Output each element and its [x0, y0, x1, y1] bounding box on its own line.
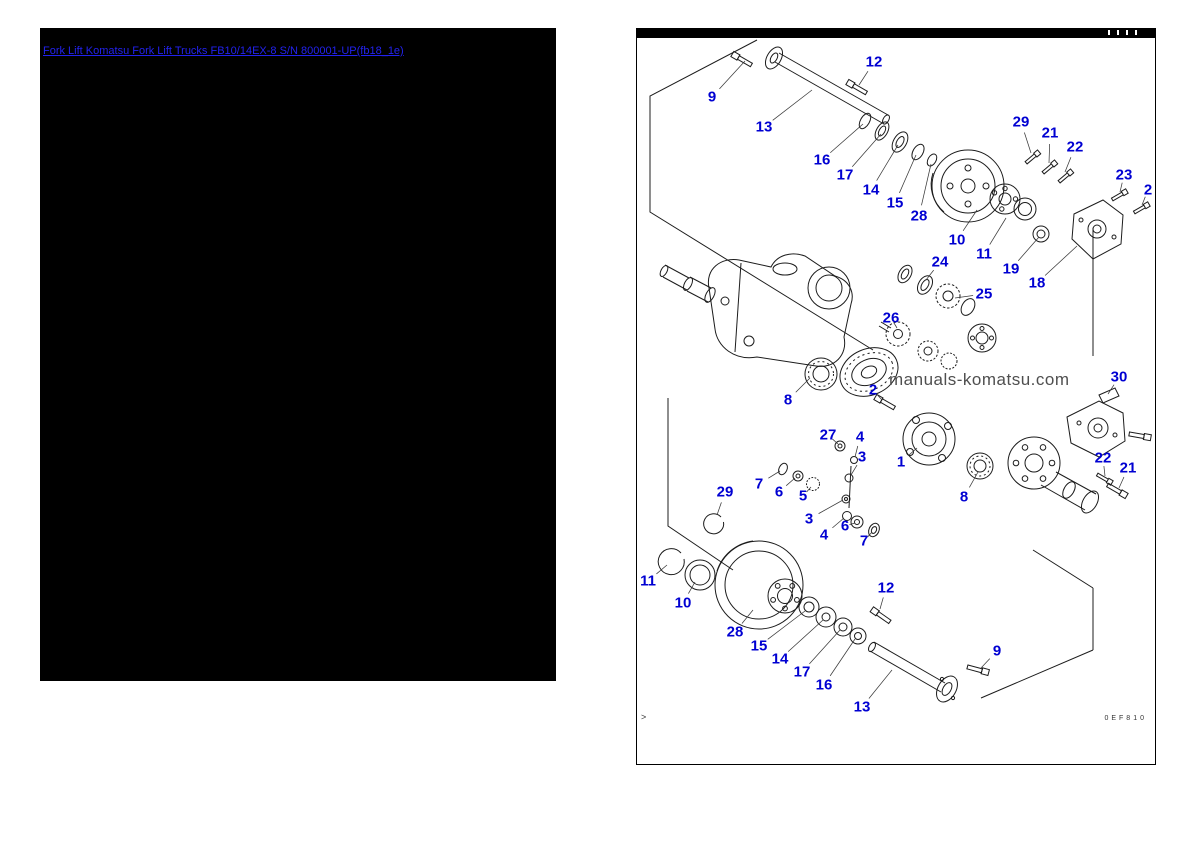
part-callout-23[interactable]: 23 [1115, 166, 1133, 184]
page-corner-mark: > [641, 712, 647, 722]
part-callout-13[interactable]: 13 [755, 118, 773, 136]
part-callout-17[interactable]: 17 [793, 663, 811, 681]
part-callout-8[interactable]: 8 [959, 488, 969, 506]
top-bar-ticks [1108, 30, 1137, 35]
trunnion-bracket [1066, 400, 1126, 458]
part-callout-9[interactable]: 9 [992, 642, 1002, 660]
part-callout-9[interactable]: 9 [707, 88, 717, 106]
part-callout-25[interactable]: 25 [975, 285, 993, 303]
part-callout-27[interactable]: 27 [819, 426, 837, 444]
part-callout-4[interactable]: 4 [855, 428, 865, 446]
part-callout-26[interactable]: 26 [882, 309, 900, 327]
steering-knuckle-bracket [1071, 199, 1124, 260]
part-callout-24[interactable]: 24 [931, 253, 949, 271]
part-callout-12[interactable]: 12 [865, 53, 883, 71]
part-callout-22[interactable]: 22 [1066, 138, 1084, 156]
hub-flange-right [1007, 436, 1100, 514]
part-callout-4[interactable]: 4 [819, 526, 829, 544]
manual-title-link[interactable]: Fork Lift Komatsu Fork Lift Trucks FB10/… [43, 45, 404, 57]
part-callout-22[interactable]: 22 [1094, 449, 1112, 467]
differential-case [902, 412, 956, 466]
part-callout-7[interactable]: 7 [859, 532, 869, 550]
part-callout-19[interactable]: 19 [1002, 260, 1020, 278]
part-callout-13[interactable]: 13 [853, 698, 871, 716]
part-callout-11[interactable]: 11 [976, 245, 992, 263]
part-callout-14[interactable]: 14 [771, 650, 789, 668]
part-callout-21[interactable]: 21 [1119, 459, 1137, 477]
part-callout-2[interactable]: 2 [868, 381, 878, 399]
part-callout-2[interactable]: 2 [1143, 181, 1153, 199]
part-callout-3[interactable]: 3 [857, 448, 867, 466]
lower-axle-shaft [868, 641, 958, 703]
ring-gear-bearing [839, 347, 899, 397]
callout-leader-lines [656, 60, 1146, 699]
brake-drum-lower [714, 540, 804, 630]
part-callout-5[interactable]: 5 [798, 487, 808, 505]
part-callout-15[interactable]: 15 [886, 194, 904, 212]
part-callout-17[interactable]: 17 [836, 166, 854, 184]
part-callout-8[interactable]: 8 [783, 391, 793, 409]
part-callout-7[interactable]: 7 [754, 475, 764, 493]
left-viewer-panel: Fork Lift Komatsu Fork Lift Trucks FB10/… [40, 28, 556, 681]
part-callout-3[interactable]: 3 [804, 510, 814, 528]
part-callout-16[interactable]: 16 [815, 676, 833, 694]
part-callout-10[interactable]: 10 [948, 231, 966, 249]
part-callout-16[interactable]: 16 [813, 151, 831, 169]
part-callout-15[interactable]: 15 [750, 637, 768, 655]
part-callout-21[interactable]: 21 [1041, 124, 1059, 142]
part-callout-1[interactable]: 1 [896, 453, 906, 471]
part-callout-28[interactable]: 28 [910, 207, 928, 225]
part-callout-30[interactable]: 30 [1110, 368, 1128, 386]
part-callout-29[interactable]: 29 [716, 483, 734, 501]
part-callout-12[interactable]: 12 [877, 579, 895, 597]
part-callout-14[interactable]: 14 [862, 181, 880, 199]
part-callout-6[interactable]: 6 [774, 483, 784, 501]
axle-housing [707, 253, 853, 367]
part-callout-29[interactable]: 29 [1012, 113, 1030, 131]
part-callout-11[interactable]: 11 [640, 572, 656, 590]
watermark-text: manuals-komatsu.com [889, 370, 1070, 389]
part-callout-6[interactable]: 6 [840, 517, 850, 535]
part-callout-28[interactable]: 28 [726, 623, 744, 641]
plate-code: 0EF810 [1104, 715, 1147, 722]
part-callout-10[interactable]: 10 [674, 594, 692, 612]
input-shaft [659, 264, 716, 303]
part-callout-18[interactable]: 18 [1028, 274, 1046, 292]
exploded-parts-drawing [649, 39, 1152, 703]
